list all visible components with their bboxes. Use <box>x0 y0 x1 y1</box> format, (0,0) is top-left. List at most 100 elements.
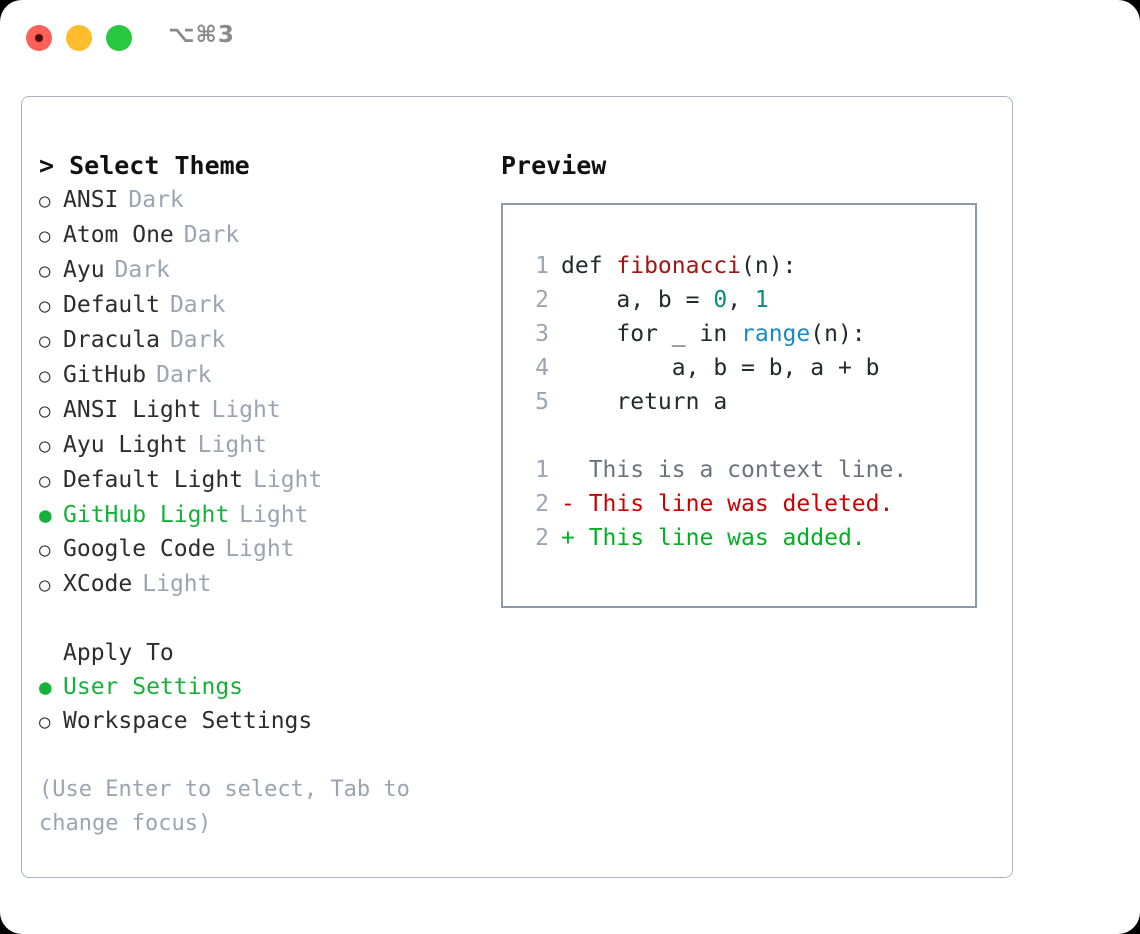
code-line-number: 2 <box>535 287 549 313</box>
code-line: 4 a, b = b, a + b <box>515 351 907 385</box>
theme-label: Default Light <box>63 467 244 493</box>
keyboard-hint-text: (Use Enter to select, Tab to change focu… <box>39 777 424 836</box>
radio-selected-icon: ● <box>39 503 52 527</box>
code-token: , <box>727 287 755 313</box>
code-line-content: def fibonacci(n): <box>561 249 796 283</box>
recording-dot-icon <box>35 34 43 42</box>
theme-item[interactable]: ○ ANSI Dark <box>39 183 479 218</box>
theme-tag: Dark <box>128 187 184 213</box>
diff-line-number: 2 <box>535 525 549 551</box>
code-line-content: return a <box>561 385 727 419</box>
close-button[interactable] <box>26 25 52 51</box>
theme-tag: Light <box>225 536 295 562</box>
select-theme-header: > Select Theme <box>39 151 250 180</box>
code-line: 3 for _ in range(n): <box>515 317 907 351</box>
code-line: 2 a, b = 0, 1 <box>515 283 907 317</box>
diff-line-content: - This line was deleted. <box>561 491 894 517</box>
theme-label: Default <box>63 292 160 318</box>
radio-unselected-icon: ○ <box>39 400 51 422</box>
code-token: range <box>741 321 811 347</box>
code-token: fibonacci <box>616 253 742 279</box>
code-line-content: for _ in range(n): <box>561 317 866 351</box>
code-line: 5 return a <box>515 385 907 419</box>
theme-item[interactable]: ○ Default Dark <box>39 288 479 323</box>
code-token: a, b = <box>561 287 714 313</box>
code-token: def <box>561 253 617 279</box>
radio-unselected-icon: ○ <box>39 539 51 561</box>
radio-unselected-icon: ○ <box>39 260 51 282</box>
diff-line: 1 This is a context line. <box>515 453 907 487</box>
code-line-number: 1 <box>535 253 549 279</box>
apply-to-item[interactable]: ○ Workspace Settings <box>39 704 479 739</box>
radio-unselected-icon: ○ <box>39 574 51 596</box>
diff-line-content: This is a context line. <box>561 457 908 483</box>
code-line-content: a, b = 0, 1 <box>561 283 769 317</box>
maximize-button[interactable] <box>106 25 132 51</box>
radio-unselected-icon: ○ <box>39 470 51 492</box>
theme-tag: Dark <box>169 292 226 318</box>
radio-unselected-icon: ○ <box>39 435 51 457</box>
keyboard-shortcut-label: ⌥⌘3 <box>168 22 235 48</box>
theme-label: ANSI <box>63 187 119 213</box>
code-line-number: 4 <box>535 355 549 381</box>
code-line-content: a, b = b, a + b <box>561 351 880 385</box>
theme-label: GitHub Light <box>63 502 230 528</box>
diff-line-content: + This line was added. <box>561 525 866 551</box>
code-token: return a <box>561 389 728 415</box>
theme-tag: Dark <box>114 257 170 283</box>
code-token: (n): <box>741 253 797 279</box>
code-diff-separator <box>515 419 907 453</box>
apply-to-header: Apply To <box>63 640 174 666</box>
code-line-number: 5 <box>535 389 549 415</box>
code-line-number: 3 <box>535 321 549 347</box>
theme-label: Ayu <box>63 257 105 283</box>
radio-unselected-icon: ○ <box>39 225 51 247</box>
theme-label: Atom One <box>63 222 174 248</box>
theme-tag: Dark <box>169 327 226 353</box>
code-token: (n): <box>810 321 866 347</box>
theme-label: Google Code <box>63 536 216 562</box>
radio-unselected-icon: ○ <box>39 190 51 212</box>
code-line: 1 def fibonacci(n): <box>515 249 907 283</box>
title-bar: ⌥⌘3 <box>0 0 1140 78</box>
diff-line: 2- This line was deleted. <box>515 487 907 521</box>
theme-tag: Dark <box>183 222 240 248</box>
theme-item[interactable]: ○ Google Code Light <box>39 532 479 567</box>
apply-to-label: Workspace Settings <box>63 708 313 734</box>
apply-to-item[interactable]: ●User Settings <box>39 670 479 704</box>
diff-line-number: 1 <box>535 457 549 483</box>
theme-item[interactable]: ○ ANSI Light Light <box>39 393 479 428</box>
theme-item[interactable]: ○ Atom One Dark <box>39 218 479 253</box>
radio-unselected-icon: ○ <box>39 711 51 733</box>
theme-tag: Light <box>142 571 212 597</box>
code-token: 1 <box>754 287 769 313</box>
radio-unselected-icon: ○ <box>39 365 51 387</box>
window-controls <box>26 25 132 51</box>
apply-to-label: User Settings <box>63 674 244 700</box>
code-token: for _ in <box>561 321 742 347</box>
preview-title: Preview <box>501 151 607 180</box>
theme-label: ANSI Light <box>63 397 202 423</box>
radio-unselected-icon: ○ <box>39 295 51 317</box>
code-token: a, b = b, a + b <box>561 355 880 381</box>
apply-to-list[interactable]: ●User Settings ○ Workspace Settings <box>39 670 479 739</box>
theme-item[interactable]: ○ Ayu Dark <box>39 253 479 288</box>
theme-tag: Light <box>211 397 281 423</box>
code-token: 0 <box>713 287 728 313</box>
minimize-button[interactable] <box>66 25 92 51</box>
theme-label: GitHub <box>63 362 147 388</box>
theme-label: Ayu Light <box>63 432 188 458</box>
